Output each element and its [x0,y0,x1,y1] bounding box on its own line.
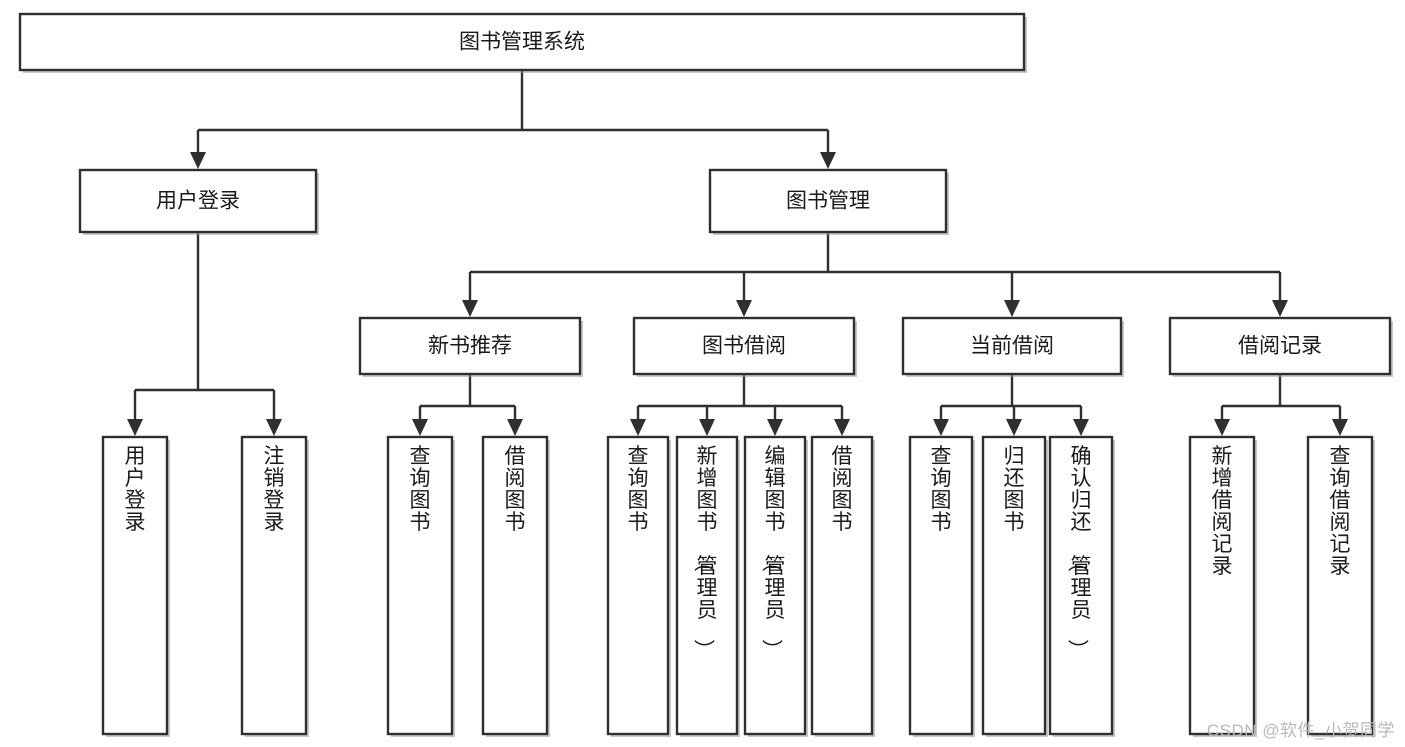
node-rect[interactable] [240,435,308,736]
node-leaf-2[interactable]: 查询图书 [386,435,455,737]
node-leaf-6[interactable]: 编辑图书（管理员） [743,435,808,737]
node-leaf-0[interactable]: 用户登录 [101,435,170,737]
node-label: 查询图书 [628,445,649,534]
arrow-head-icon [1272,300,1288,317]
node-layer: 图书管理系统用户登录图书管理新书推荐图书借阅当前借阅借阅记录用户登录注销登录查询… [18,12,1393,737]
node-label: 新书推荐 [428,335,512,358]
node-rect[interactable] [386,435,454,736]
node-leaf-7[interactable]: 借阅图书 [810,435,875,737]
node-label: 当前借阅 [970,335,1054,358]
node-level3-1[interactable]: 图书借阅 [632,316,857,377]
node-leaf-12[interactable]: 查询借阅记录 [1306,435,1375,737]
node-rect[interactable] [743,435,807,736]
arrow-head-icon [820,152,836,169]
node-rect[interactable] [18,12,1026,72]
arrow-head-icon [507,419,523,436]
node-label: 新增图书（管理员） [692,445,718,660]
arrow-head-icon [1214,419,1230,436]
node-level3-3[interactable]: 借阅记录 [1168,316,1393,377]
arrow-head-icon [699,419,715,436]
node-rect[interactable] [358,316,582,376]
node-rect[interactable] [632,316,856,376]
arrow-head-icon [1073,419,1089,436]
node-leaf-10[interactable]: 确认归还（管理员） [1048,435,1115,737]
arrow-head-icon [933,419,949,436]
arrow-head-icon [462,300,478,317]
arrow-head-icon [834,419,850,436]
node-leaf-1[interactable]: 注销登录 [240,435,309,737]
node-label: 用户登录 [125,445,146,534]
node-rect[interactable] [675,435,739,736]
node-leaf-3[interactable]: 借阅图书 [481,435,550,737]
csdn-watermark: CSDN @软件_小贺同学 [1206,721,1395,740]
arrow-head-icon [412,419,428,436]
node-leaf-9[interactable]: 归还图书 [981,435,1048,737]
node-rect[interactable] [981,435,1047,736]
arrow-head-icon [1004,300,1020,317]
arrow-head-icon [767,419,783,436]
node-label: 确认归还（管理员） [1066,445,1092,660]
node-rect[interactable] [606,435,670,736]
node-label: 编辑图书（管理员） [760,445,786,660]
node-rect[interactable] [1306,435,1374,736]
connector-layer [127,70,1348,436]
node-leaf-4[interactable]: 查询图书 [606,435,671,737]
node-label: 图书管理系统 [459,31,585,54]
node-level2-0[interactable]: 用户登录 [78,168,319,235]
node-rect[interactable] [908,435,974,736]
node-label: 借阅记录 [1238,335,1322,358]
node-leaf-8[interactable]: 查询图书 [908,435,975,737]
arrow-head-icon [1332,419,1348,436]
node-rect[interactable] [708,168,948,234]
node-label: 借阅图书 [832,445,853,534]
arrow-head-icon [266,419,282,436]
node-leaf-5[interactable]: 新增图书（管理员） [675,435,740,737]
node-label: 查询借阅记录 [1330,445,1351,578]
node-level3-0[interactable]: 新书推荐 [358,316,583,377]
arrow-head-icon [736,300,752,317]
arrow-head-icon [1006,419,1022,436]
node-root-0[interactable]: 图书管理系统 [18,12,1027,73]
node-label: 用户登录 [156,190,240,213]
node-leaf-11[interactable]: 新增借阅记录 [1188,435,1257,737]
node-rect[interactable] [810,435,874,736]
node-label: 查询图书 [931,445,952,534]
arrow-head-icon [630,419,646,436]
node-rect[interactable] [78,168,318,234]
node-rect[interactable] [901,316,1123,376]
node-label: 归还图书 [1004,445,1025,534]
node-rect[interactable] [1048,435,1114,736]
node-label: 图书管理 [786,190,870,213]
node-level2-1[interactable]: 图书管理 [708,168,949,235]
node-label: 注销登录 [264,445,285,534]
arrow-head-icon [127,419,143,436]
arrow-head-icon [190,152,206,169]
node-rect[interactable] [101,435,169,736]
node-label: 借阅图书 [505,445,526,534]
node-label: 图书借阅 [702,335,786,358]
node-rect[interactable] [481,435,549,736]
node-label: 新增借阅记录 [1212,445,1233,578]
node-level3-2[interactable]: 当前借阅 [901,316,1124,377]
node-rect[interactable] [1168,316,1392,376]
node-rect[interactable] [1188,435,1256,736]
node-label: 查询图书 [410,445,431,534]
